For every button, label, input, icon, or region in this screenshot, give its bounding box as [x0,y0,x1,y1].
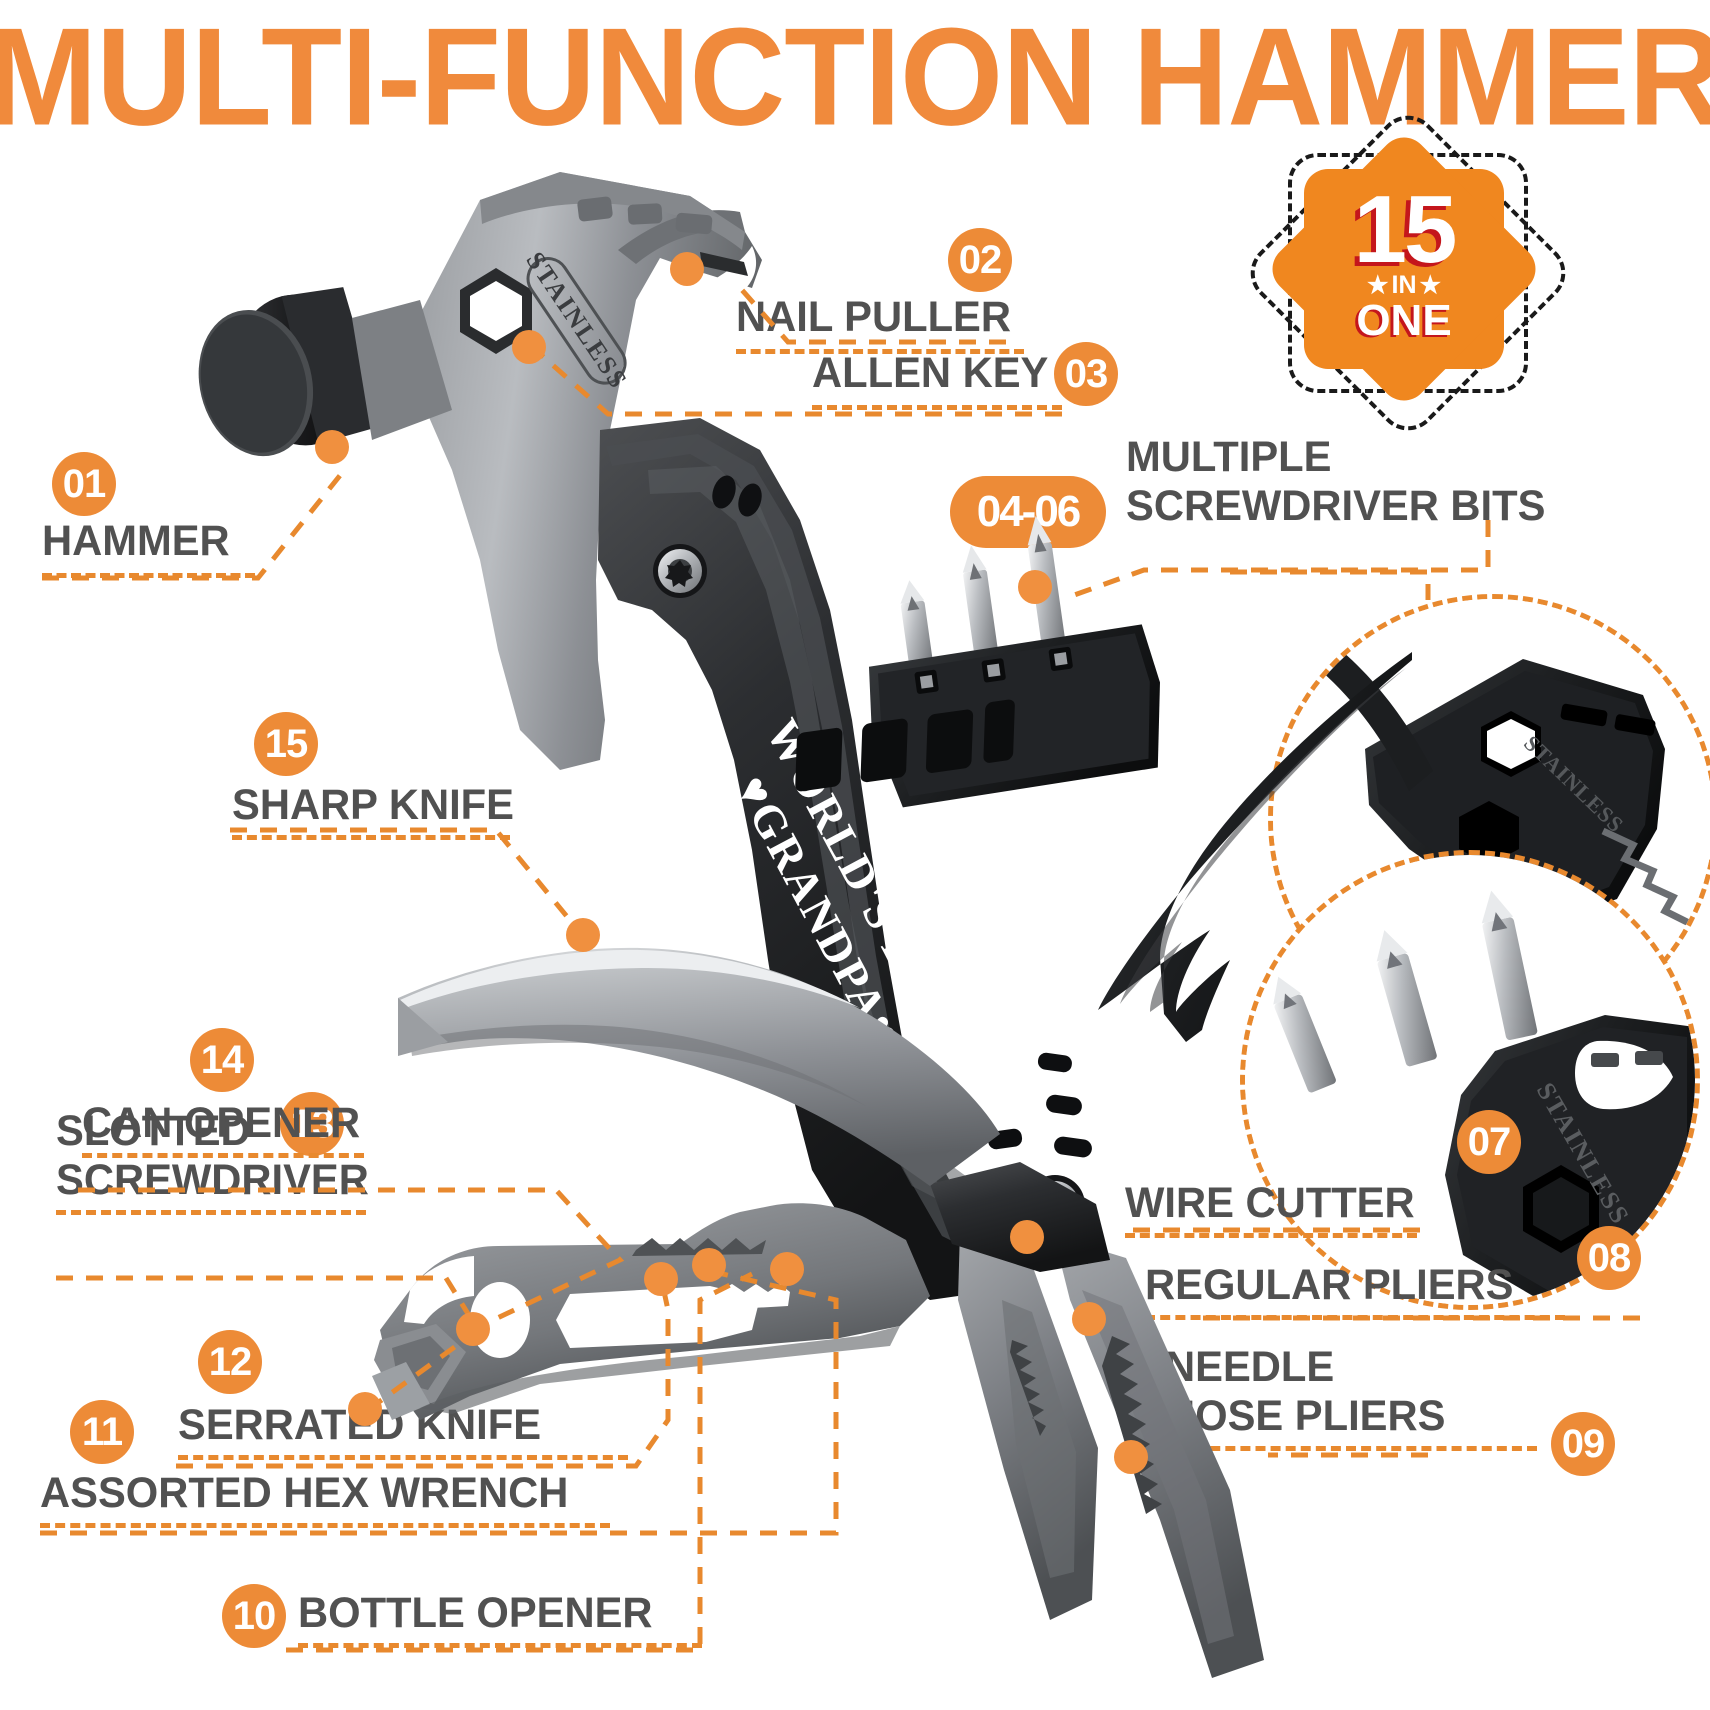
feature-text-14: CAN OPENER [82,1099,361,1147]
marker-dot-04-06 [1018,570,1052,604]
marker-dot-03 [512,330,546,364]
feature-label-09: 09 NEEDLE NOSE PLIERS [1165,1343,1615,1476]
marker-dot-07 [1010,1220,1044,1254]
marker-dot-11 [692,1248,726,1282]
marker-dot-10 [770,1252,804,1286]
feature-text-08: REGULAR PLIERS [1145,1261,1514,1309]
badge-in-row: ★ IN ★ [1367,273,1441,298]
feature-label-14: 14 CAN OPENER [82,1028,369,1158]
feature-badge-13: 13 [280,1092,344,1156]
marker-dot-12 [644,1262,678,1296]
feature-badge-08: 08 [1577,1226,1641,1290]
feature-text-04-06-line1: MULTIPLE [1126,433,1332,481]
star-icon-right: ★ [1419,271,1442,299]
feature-label-07: 07 WIRE CUTTER [1125,1110,1521,1238]
star-icon-left: ★ [1366,271,1389,299]
badge-in-text: IN [1391,271,1417,300]
marker-dot-08 [1072,1302,1106,1336]
marker-dot-13 [348,1392,382,1426]
feature-label-15: 15 SHARP KNIFE [232,712,523,840]
feature-badge-09: 09 [1551,1412,1615,1476]
feature-underline-09 [1165,1446,1537,1451]
badge-orange-star [1262,127,1546,411]
feature-text-13-line1: SLOTTED [56,1107,251,1155]
feature-badge-07: 07 [1457,1110,1521,1174]
marker-dot-14 [456,1312,490,1346]
feature-badge-14: 14 [190,1028,254,1092]
feature-badge-15: 15 [254,712,318,776]
feature-underline-07 [1125,1233,1417,1238]
feature-text-15: SHARP KNIFE [232,781,514,829]
marker-dot-02 [670,252,704,286]
badge-one-text: ONE [1356,296,1452,346]
feature-text-09-line2: NOSE PLIERS [1165,1392,1446,1440]
marker-dot-09 [1114,1440,1148,1474]
feature-text-09-line1: NEEDLE [1165,1343,1335,1391]
page-title: MULTI-FUNCTION HAMMER [0,0,1710,155]
badge-content: 15 ★ IN ★ ONE [1278,143,1530,395]
fifteen-in-one-badge: 15 ★ IN ★ ONE [1238,103,1578,443]
marker-dot-01 [315,430,349,464]
feature-underline-14 [82,1153,364,1158]
feature-badge-02: 02 [948,228,1012,292]
badge-count: 15 [1353,175,1458,283]
feature-badge-03: 03 [1054,342,1118,406]
feature-text-07: WIRE CUTTER [1125,1179,1415,1227]
feature-badge-10: 10 [222,1584,286,1648]
marker-dot-15 [566,918,600,952]
